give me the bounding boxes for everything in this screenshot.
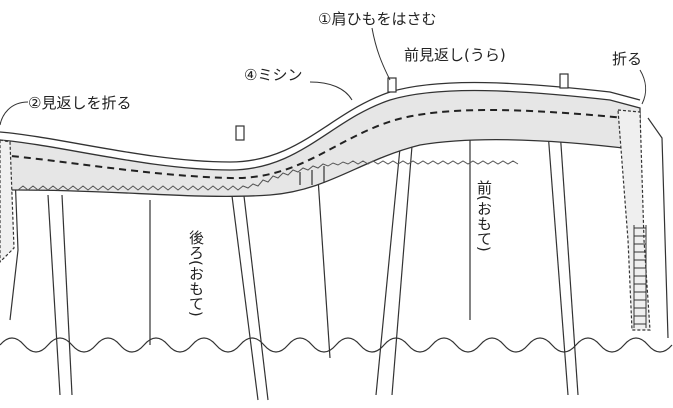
strap-tab-1 xyxy=(235,125,245,141)
drape-line-7 xyxy=(547,131,569,396)
leader-step4 xyxy=(309,81,353,101)
garment-body xyxy=(0,117,669,401)
drape-line-8 xyxy=(559,129,579,396)
drape-line-6 xyxy=(391,145,413,396)
drape-line-5 xyxy=(375,147,401,396)
stitch-line xyxy=(0,109,626,180)
strap-markers xyxy=(299,166,325,185)
label-fold: 折る xyxy=(612,50,642,68)
label-front-right-side: 前(おもて) xyxy=(475,180,493,252)
drape-line-3 xyxy=(231,195,259,401)
leader-step2 xyxy=(0,101,29,126)
label-back-right-side: 後ろ(おもて) xyxy=(187,230,205,317)
strap-tab-2 xyxy=(387,77,397,93)
left-folded-facing xyxy=(0,139,15,263)
strap-tab-3 xyxy=(559,73,569,89)
leader-step1 xyxy=(371,27,391,81)
label-facing-back: 前見返し(うら) xyxy=(404,46,506,64)
leader-fold xyxy=(639,69,647,105)
drape-line-1 xyxy=(47,194,61,396)
label-step2: ②見返しを折る xyxy=(28,94,131,112)
right-folded-facing xyxy=(617,109,651,331)
hem-break-wave xyxy=(0,337,673,353)
neckline-top-edge xyxy=(0,81,641,163)
overlock-zigzag xyxy=(17,160,519,191)
label-step4: ④ミシン xyxy=(244,66,302,84)
drape-line-2 xyxy=(61,194,73,396)
side-seam-1 xyxy=(317,177,331,359)
label-step1: ①肩ひもをはさむ xyxy=(318,10,436,28)
zipper-teeth xyxy=(633,225,647,328)
shoulder-strap-tabs xyxy=(235,73,569,141)
leader-lines xyxy=(0,27,647,126)
drape-line-4 xyxy=(243,195,269,401)
front-right-edge xyxy=(647,117,669,339)
